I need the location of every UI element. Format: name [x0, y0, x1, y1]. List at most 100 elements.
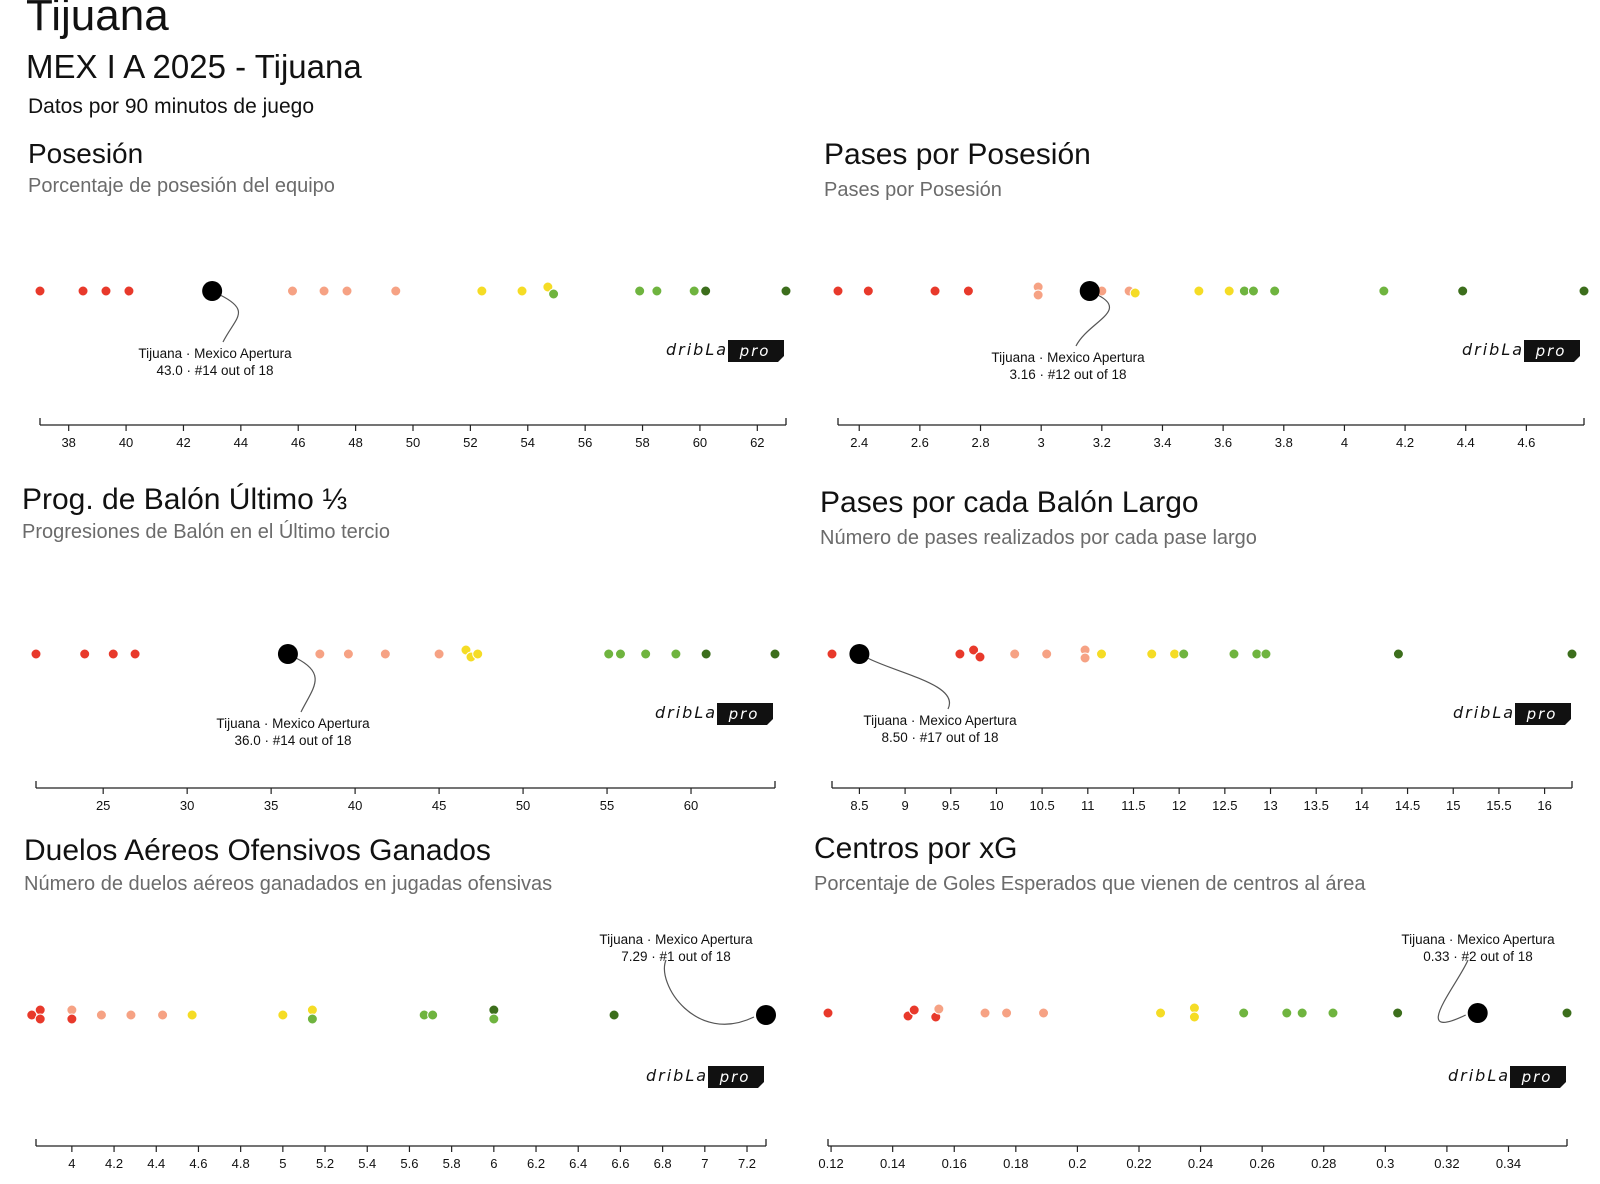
league-dot	[1193, 285, 1205, 297]
x-tick-label: 3.6	[1214, 435, 1232, 450]
league-dot	[1009, 648, 1021, 660]
x-tick-label: 3.2	[1093, 435, 1111, 450]
panel-title-posesion: Posesión	[28, 138, 144, 169]
league-dot	[1378, 285, 1390, 297]
team-dot-tijuana	[1079, 281, 1100, 301]
league-dot	[968, 644, 980, 656]
league-dot	[1079, 652, 1091, 664]
x-tick-label: 16	[1537, 798, 1551, 813]
callout-connector	[1437, 959, 1469, 1023]
league-dot	[1129, 287, 1141, 299]
driblab-badge-shape	[1510, 1066, 1566, 1088]
x-tick-label: 38	[61, 435, 75, 450]
page-subtitle: MEX I A 2025 - Tijuana	[26, 48, 362, 85]
x-tick-label: 12	[1172, 798, 1186, 813]
league-dot	[1327, 1007, 1339, 1019]
league-dot	[186, 1009, 198, 1021]
league-dot	[476, 285, 488, 297]
team-callout-label: Tijuana · Mexico Apertura	[216, 716, 370, 731]
driblab-badge-text: pro	[739, 342, 771, 360]
league-dot	[1392, 1007, 1404, 1019]
panel-subtitle-progresion: Progresiones de Balón en el Último terci…	[22, 521, 390, 543]
league-dot	[1146, 648, 1158, 660]
league-dot	[979, 1007, 991, 1019]
callout-connector	[219, 294, 240, 343]
x-tick-label: 0.22	[1126, 1156, 1151, 1171]
league-dot	[1001, 1007, 1013, 1019]
league-dot	[962, 285, 974, 297]
x-tick-label: 4	[68, 1156, 75, 1171]
driblab-badge-shape	[1515, 703, 1571, 725]
x-tick-label: 10	[989, 798, 1003, 813]
league-dot	[862, 285, 874, 297]
x-tick-label: 11	[1081, 798, 1095, 813]
x-tick-label: 9.5	[942, 798, 960, 813]
x-tick-label: 4.2	[1396, 435, 1414, 450]
league-dot	[1038, 1007, 1050, 1019]
panel-subtitle-centros: Porcentaje de Goles Esperados que vienen…	[814, 873, 1366, 895]
x-tick-label: 12.5	[1212, 798, 1237, 813]
panel-subtitle-pases-posesion: Pases por Posesión	[824, 179, 1002, 201]
panel-subtitle-duelos: Número de duelos aéreos ganadados en jug…	[24, 873, 553, 895]
x-tick-label: 52	[463, 435, 477, 450]
team-callout-value: 3.16 · #12 out of 18	[1009, 367, 1126, 382]
x-tick-label: 0.32	[1434, 1156, 1459, 1171]
league-dot	[974, 651, 986, 663]
x-tick-label: 4.2	[105, 1156, 123, 1171]
x-tick-label: 11.5	[1121, 798, 1145, 813]
x-tick-label: 40	[348, 798, 362, 813]
x-tick-label: 6.6	[611, 1156, 629, 1171]
league-dot	[640, 648, 652, 660]
x-tick-label: 46	[291, 435, 305, 450]
league-dot	[822, 1007, 834, 1019]
league-dot	[1169, 648, 1181, 660]
league-dot	[1251, 648, 1263, 660]
league-dot	[125, 1009, 137, 1021]
league-dot	[314, 648, 326, 660]
league-dot	[1188, 1011, 1200, 1023]
league-dot	[700, 285, 712, 297]
league-dot	[1281, 1007, 1293, 1019]
x-tick-label: 56	[578, 435, 592, 450]
league-dot	[95, 1009, 107, 1021]
league-dot	[954, 648, 966, 660]
driblab-badge-text: pro	[1521, 1068, 1553, 1086]
x-tick-label: 8.5	[850, 798, 868, 813]
league-dot	[769, 648, 781, 660]
team-callout-label: Tijuana · Mexico Apertura	[138, 346, 292, 361]
driblab-badge-text: pro	[1535, 342, 1567, 360]
x-tick-label: 4.8	[232, 1156, 250, 1171]
panel-title-pases-posesion: Pases por Posesión	[824, 138, 1091, 171]
x-tick-label: 5.2	[316, 1156, 334, 1171]
x-tick-label: 58	[635, 435, 649, 450]
team-dot-tijuana	[1467, 1003, 1488, 1023]
league-dot	[700, 648, 712, 660]
league-dot	[306, 1013, 318, 1025]
x-tick-label: 13.5	[1304, 798, 1329, 813]
league-dot	[77, 285, 89, 297]
panel-title-progresion: Prog. de Balón Último ⅓	[22, 483, 348, 516]
callout-connector	[295, 657, 316, 713]
league-dot	[488, 1013, 500, 1025]
league-dot	[826, 648, 838, 660]
league-dot	[908, 1004, 920, 1016]
driblab-logo-text: dribLab	[646, 1066, 720, 1085]
driblab-logo-text: dribLab	[1462, 340, 1536, 359]
team-callout-label: Tijuana · Mexico Apertura	[599, 932, 753, 947]
league-dot	[100, 285, 112, 297]
x-tick-label: 15.5	[1486, 798, 1511, 813]
league-dot	[1041, 648, 1053, 660]
x-tick-label: 60	[684, 798, 698, 813]
driblab-badge-shape	[728, 340, 784, 362]
callout-connector	[867, 657, 951, 710]
panel-subtitle-posesion: Porcentaje de posesión del equipo	[28, 175, 335, 197]
x-tick-label: 14	[1355, 798, 1369, 813]
x-tick-label: 7.2	[738, 1156, 756, 1171]
league-dot	[318, 285, 330, 297]
x-tick-label: 5.6	[400, 1156, 418, 1171]
